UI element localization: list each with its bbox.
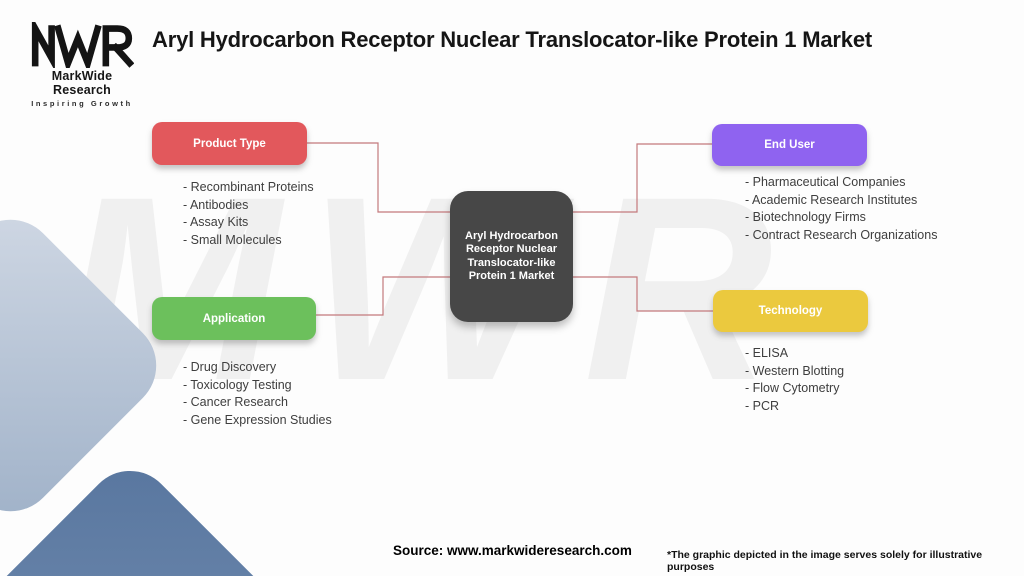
- segment-header-technology: Technology: [713, 290, 868, 332]
- segment-list-end-user: - Pharmaceutical Companies - Academic Res…: [745, 174, 937, 244]
- segment-technology: Technology - ELISA - Western Blotting - Fl…: [713, 290, 868, 415]
- segment-item: - Assay Kits: [183, 215, 249, 229]
- connector-technology: [573, 276, 713, 312]
- segment-product-type: Product Type - Recombinant Proteins - Ant…: [152, 122, 314, 249]
- segment-item: - Academic Research Institutes: [745, 192, 918, 207]
- segment-item: - Contract Research Organizations: [745, 227, 938, 242]
- mwr-logo-icon: [31, 22, 134, 68]
- markwide-research-logo: MarkWide Research Inspiring Growth: [22, 22, 142, 108]
- segment-item: - Gene Expression Studies: [183, 412, 332, 427]
- segment-header-product-type: Product Type: [152, 122, 307, 165]
- segment-application: Application - Drug Discovery - Toxicology…: [152, 297, 332, 429]
- segment-item: - Flow Cytometry: [745, 381, 840, 395]
- segment-item: - PCR: [745, 398, 780, 413]
- connector-product-type: [307, 142, 450, 213]
- segment-end-user: End User - Pharmaceutical Companies - Aca…: [712, 124, 937, 244]
- segment-header-end-user: End User: [712, 124, 867, 166]
- segment-item: - Biotechnology Firms: [745, 210, 866, 224]
- background-watermark: MWR: [62, 142, 801, 435]
- segment-list-application: - Drug Discovery - Toxicology Testing - Ca…: [183, 359, 332, 429]
- connector-application: [316, 276, 450, 316]
- segment-item: - Recombinant Proteins: [183, 180, 314, 194]
- disclaimer-note: *The graphic depicted in the image serve…: [667, 549, 983, 573]
- logo-company-name: MarkWide Research: [51, 69, 113, 97]
- segment-item: - Drug Discovery: [183, 360, 277, 374]
- segment-list-technology: - ELISA - Western Blotting - Flow Cytometr…: [745, 345, 868, 415]
- segment-header-application: Application: [152, 297, 316, 340]
- segment-item: - Antibodies: [183, 197, 249, 212]
- center-market-node: Aryl Hydrocarbon Receptor Nuclear Transl…: [450, 191, 573, 322]
- segment-item: - Cancer Research: [183, 395, 288, 409]
- logo-tagline: Inspiring Growth: [31, 99, 133, 108]
- segment-item: - ELISA: [745, 346, 789, 360]
- connector-end-user: [573, 143, 712, 213]
- segment-item: - Toxicology Testing: [183, 377, 292, 392]
- segment-list-product-type: - Recombinant Proteins - Antibodies - Assa…: [183, 179, 314, 249]
- segment-item: - Small Molecules: [183, 232, 282, 247]
- segment-item: - Pharmaceutical Companies: [745, 175, 906, 189]
- segment-item: - Western Blotting: [745, 363, 845, 378]
- source-note: Source: www.markwideresearch.com: [393, 543, 632, 558]
- page-title: Aryl Hydrocarbon Receptor Nuclear Transl…: [152, 27, 872, 52]
